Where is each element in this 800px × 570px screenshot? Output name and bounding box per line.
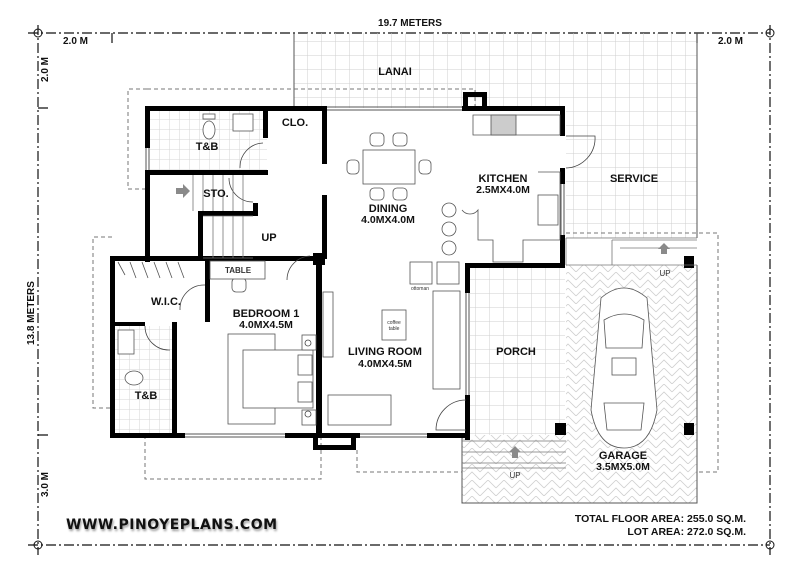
room-size-garage: 3.5MX5.0M [596, 461, 650, 473]
room-label-porch: PORCH [496, 346, 536, 358]
room-label-closet: CLO. [282, 117, 308, 129]
room-label-kitchen: KITCHEN [479, 173, 528, 185]
coffee-table-label: table [389, 326, 400, 332]
room-label-tb-upper: T&B [196, 141, 219, 153]
furniture [117, 113, 658, 449]
room-size-dining: 4.0MX4.0M [361, 214, 415, 226]
coffee-table-label: coffee [387, 320, 401, 326]
room-size-kitchen: 2.5MX4.0M [476, 184, 530, 196]
porch-up-label: UP [509, 471, 520, 480]
setback-right-label: 2.0 M [718, 36, 743, 47]
ottoman-label: ottoman [411, 286, 429, 292]
room-size-bedroom1: 4.0MX4.5M [239, 319, 293, 331]
windows [145, 106, 565, 438]
room-label-wic: W.I.C. [151, 296, 181, 308]
room-label-bedroom1: BEDROOM 1 [233, 308, 300, 320]
room-labels: LANAI CLO. T&B STO. UP DINING 4.0MX4.0M … [135, 66, 671, 480]
total-floor-area: TOTAL FLOOR AREA: 255.0 SQ.M. [575, 513, 746, 525]
arrow-up-icon [658, 243, 670, 254]
site-plan-icons [304, 339, 312, 418]
room-label-lanai: LANAI [378, 66, 412, 78]
setback-left-label: 2.0 M [63, 36, 88, 47]
room-label-dining: DINING [369, 203, 408, 215]
room-size-living: 4.0MX4.5M [358, 358, 412, 370]
setback-front-label: 3.0 M [40, 472, 51, 497]
room-label-garage: GARAGE [599, 450, 647, 462]
arrow-icon [176, 184, 190, 198]
lanai-area [293, 33, 698, 238]
arrow-up-icon [509, 446, 521, 458]
stairs-up-label: UP [261, 232, 276, 244]
website-watermark: WWW.PINOYEPLANS.COM [66, 517, 278, 533]
lot-area: LOT AREA: 272.0 SQ.M. [627, 526, 746, 538]
service-up-label: UP [659, 269, 670, 278]
room-label-tb-lower: T&B [135, 390, 158, 402]
doors [144, 135, 596, 431]
walls [110, 92, 694, 450]
table-label: TABLE [225, 266, 252, 275]
room-label-service: SERVICE [610, 173, 658, 185]
room-label-storage: STO. [203, 188, 228, 200]
roof-outline [92, 88, 719, 480]
room-label-living: LIVING ROOM [348, 346, 422, 358]
total-depth-label: 13.8 METERS [26, 281, 37, 345]
setback-rear-label: 2.0 M [40, 57, 51, 82]
porch-floor [470, 268, 565, 435]
total-width-label: 19.7 METERS [378, 18, 442, 29]
